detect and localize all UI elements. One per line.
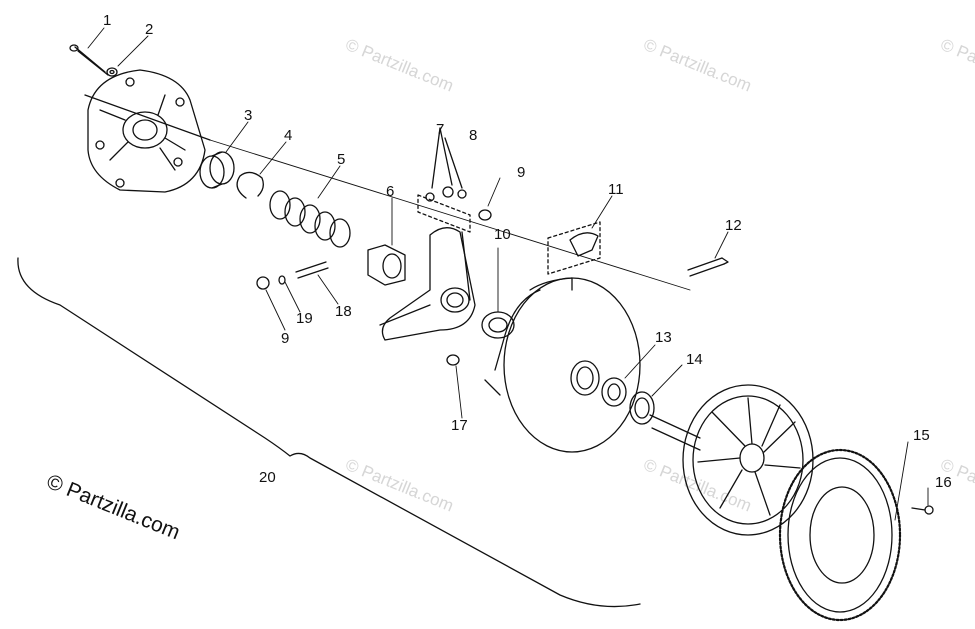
- callout-11: 11: [608, 181, 624, 198]
- cover-plate: [88, 70, 205, 192]
- callout-8: 8: [469, 127, 478, 144]
- callout-12: 12: [725, 217, 742, 234]
- part-6-cam: [368, 245, 405, 285]
- callout-9-upper: 9: [517, 164, 526, 181]
- leader-lines: [88, 28, 928, 520]
- callout-13: 13: [655, 329, 672, 346]
- callout-2: 2: [145, 21, 154, 38]
- assembly-bracket-20: [18, 258, 640, 607]
- part-4-snap-ring: [237, 172, 263, 198]
- callout-19: 19: [296, 310, 313, 327]
- part-9-pin: [479, 210, 491, 220]
- callout-6: 6: [386, 183, 395, 200]
- callout-20: 20: [259, 469, 276, 486]
- part-17-nut: [447, 355, 459, 365]
- part-12-bolt: [688, 258, 728, 276]
- callout-3: 3: [244, 107, 253, 124]
- part-14-washer: [630, 392, 654, 424]
- callout-15: 15: [913, 427, 930, 444]
- part-5-spring: [270, 191, 350, 247]
- part-3-bushing: [200, 152, 234, 188]
- part-16-screw: [912, 506, 933, 514]
- callout-16: 16: [935, 474, 952, 491]
- callout-7: 7: [436, 121, 445, 138]
- part-13-washer: [602, 378, 626, 406]
- callout-10: 10: [494, 226, 511, 243]
- part-2-washer: [107, 68, 117, 76]
- part-1-bolt: [70, 45, 108, 75]
- part-11-clip: [548, 222, 600, 274]
- part-18-19-9-pins: [257, 262, 328, 289]
- sheave: [485, 278, 640, 452]
- part-7-8-rollers: [418, 128, 470, 232]
- shaft-wheel: [650, 385, 813, 535]
- callout-9-lower: 9: [281, 330, 290, 347]
- moveable-arm: [380, 228, 475, 340]
- callout-4: 4: [284, 127, 293, 144]
- part-15-ring-gear: [780, 450, 900, 620]
- callout-18: 18: [335, 303, 352, 320]
- part-10-washer: [482, 312, 514, 338]
- callout-17: 17: [451, 417, 468, 434]
- callout-14: 14: [686, 351, 703, 368]
- callout-5: 5: [337, 151, 346, 168]
- callout-1: 1: [103, 12, 112, 29]
